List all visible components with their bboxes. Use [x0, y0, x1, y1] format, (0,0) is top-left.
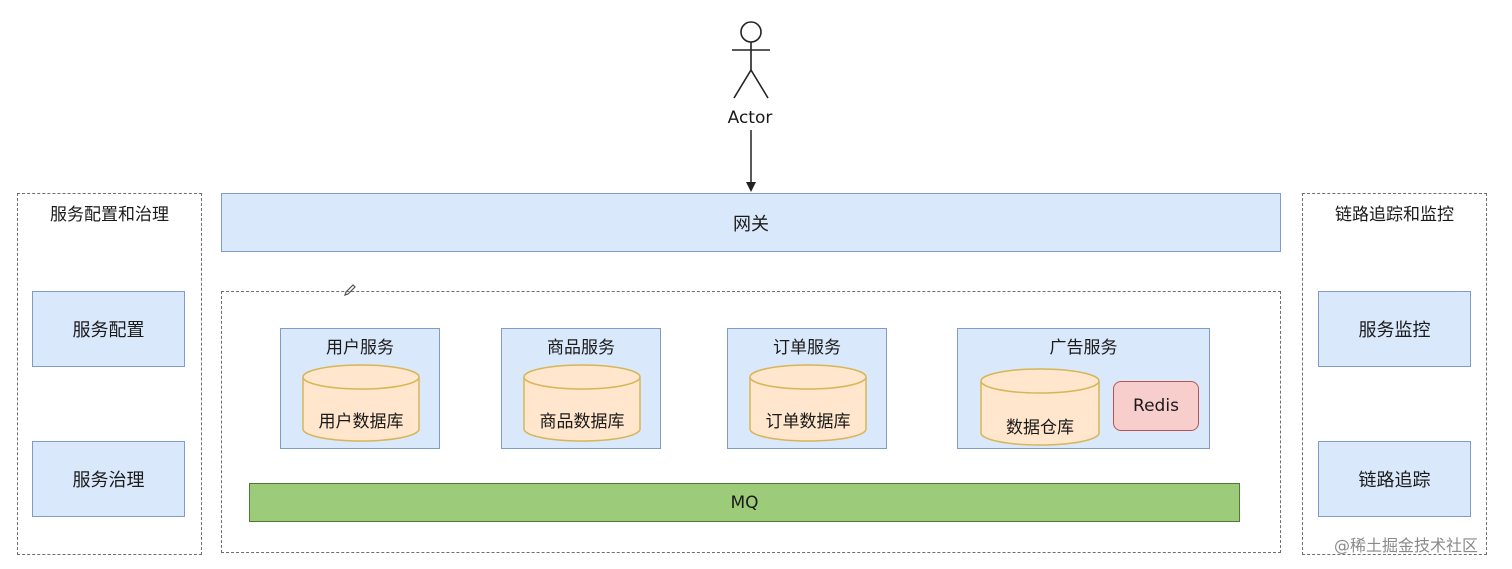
order-db-cylinder: 订单数据库	[748, 363, 868, 443]
actor-label: Actor	[727, 108, 773, 128]
service-monitoring-box: 服务监控	[1318, 291, 1471, 367]
services-container	[221, 291, 1281, 553]
link-tracing-box: 链路追踪	[1318, 441, 1471, 517]
service-config-box: 服务配置	[32, 291, 185, 367]
data-warehouse-cylinder: 数据仓库	[979, 367, 1101, 447]
gateway-box: 网关	[221, 193, 1281, 252]
product-service-title: 商品服务	[547, 338, 615, 358]
tracing-monitoring-title: 链路追踪和监控	[1335, 205, 1454, 225]
pencil-icon	[344, 284, 356, 296]
product-db-cylinder: 商品数据库	[522, 363, 642, 443]
service-governance-box: 服务治理	[32, 441, 185, 517]
product-service-box: 商品服务 商品数据库	[501, 328, 661, 449]
order-service-title: 订单服务	[773, 338, 841, 358]
actor-to-gateway-arrow	[746, 130, 756, 192]
user-db-cylinder: 用户数据库	[301, 363, 421, 443]
product-db-label: 商品数据库	[539, 412, 625, 432]
ad-service-box: 广告服务 数据仓库 Redis	[957, 328, 1210, 449]
user-service-box: 用户服务 用户数据库	[280, 328, 440, 449]
actor-figure	[732, 21, 770, 99]
user-service-title: 用户服务	[326, 338, 394, 358]
mq-bar: MQ	[249, 483, 1240, 522]
config-governance-title: 服务配置和治理	[50, 205, 169, 225]
actor-head	[740, 21, 762, 43]
config-governance-panel: 服务配置和治理	[17, 193, 202, 555]
redis-box: Redis	[1113, 381, 1199, 431]
data-warehouse-label: 数据仓库	[1006, 418, 1074, 438]
order-db-label: 订单数据库	[765, 412, 851, 432]
tracing-monitoring-panel: 链路追踪和监控	[1302, 193, 1487, 555]
watermark: @稀土掘金技术社区	[1334, 536, 1479, 555]
ad-service-title: 广告服务	[1049, 338, 1118, 358]
user-db-label: 用户数据库	[318, 412, 404, 432]
order-service-box: 订单服务 订单数据库	[727, 328, 887, 449]
